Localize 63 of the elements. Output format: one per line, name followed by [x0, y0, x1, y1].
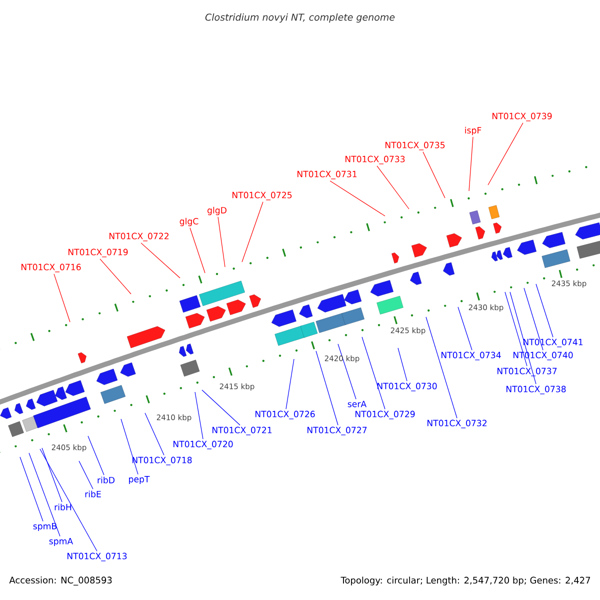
gene-label: NT01CX_0727	[308, 426, 367, 436]
leader-line	[536, 284, 554, 338]
leader-line	[194, 392, 204, 440]
leader-line	[426, 316, 458, 418]
gene-label: NT01CX_0739	[492, 112, 552, 122]
gene-label: serA	[348, 400, 367, 408]
gene-label: NT01CX_0721	[212, 426, 272, 436]
leader-line	[144, 412, 164, 456]
leader-line	[510, 292, 536, 384]
leader-line	[488, 122, 524, 186]
gene-label: NT01CX_0732	[428, 420, 486, 428]
leader-line	[190, 228, 206, 274]
gene-label: NT01CX_0730	[378, 382, 437, 392]
title: Clostridium novyi NT, complete genome	[205, 13, 395, 23]
leader-line	[330, 180, 386, 216]
gene-label: NT01CX_0735	[386, 142, 445, 150]
leader-line	[88, 436, 104, 476]
gene-label: NT01CX_0734	[442, 352, 501, 360]
gene-label: NT01CX_0716	[22, 264, 81, 272]
leader-line	[504, 292, 528, 366]
gene-label: NT01CX_0726	[256, 410, 315, 420]
gene-label: spmB	[33, 523, 56, 532]
leader-line	[458, 306, 472, 350]
leader-line	[202, 390, 240, 426]
gene-label: ribH	[54, 504, 72, 510]
leader-line	[42, 448, 62, 502]
leader-line	[140, 242, 180, 278]
leader-line	[242, 202, 264, 262]
gene-label: NT01CX_0722	[110, 232, 168, 242]
gene-label: NT01CX_0725	[232, 192, 292, 200]
gene-label: NT01CX_0738	[506, 386, 566, 394]
gene-label: spmA	[49, 538, 74, 546]
leader-line	[524, 288, 544, 350]
gene-label: glgD	[208, 206, 226, 216]
leader-line	[422, 152, 446, 198]
leader-line	[218, 216, 226, 268]
leader-line	[376, 166, 410, 210]
gene-label: NT01CX_0713	[68, 552, 127, 562]
gene-label: NT01CX_0720	[174, 440, 233, 450]
leader-line	[28, 452, 60, 537]
leader-line	[78, 460, 94, 490]
leader-line	[338, 344, 356, 400]
gene-label: NT01CX_0719	[68, 248, 128, 258]
gene-label: NT01CX_0729	[356, 410, 415, 420]
leader-line	[100, 258, 132, 294]
summary-text: Topology: circular; Length: 2,547,720 bp; Genes: 2,427	[340, 576, 590, 586]
leader-line	[120, 418, 138, 475]
gene-label: NT01CX_0733	[346, 156, 405, 164]
leader-line	[20, 456, 44, 522]
gene-label: glgC	[180, 218, 198, 226]
leader-line	[398, 348, 408, 382]
gene-label: ispF	[465, 126, 482, 136]
gene-label: pepT	[129, 476, 150, 484]
leader-line	[362, 336, 386, 410]
leader-line	[54, 274, 70, 322]
leader-line	[316, 350, 338, 426]
leader-line	[468, 136, 474, 192]
gene-label: ribD	[98, 476, 114, 484]
leader-line	[40, 448, 98, 552]
gene-label: ribE	[85, 490, 101, 498]
leader-line	[286, 358, 294, 410]
accession-text: Accession: NC_008593	[9, 576, 112, 586]
gene-label: NT01CX_0731	[298, 170, 357, 180]
